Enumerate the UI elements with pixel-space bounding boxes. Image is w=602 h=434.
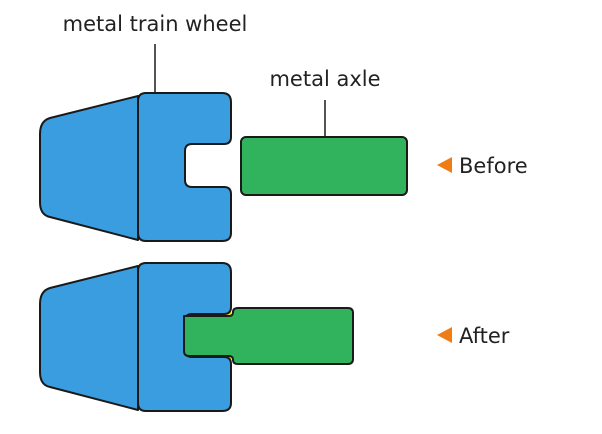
axle-label: metal axle (269, 67, 380, 91)
before-label: Before (459, 154, 528, 178)
after-wheel-flange (39, 265, 139, 411)
wheel-label: metal train wheel (63, 12, 248, 36)
after-label: After (459, 324, 510, 348)
before-axle (240, 136, 408, 196)
before-wheel (39, 92, 232, 242)
before-wheel-flange (39, 95, 139, 241)
before-arrow-icon (437, 157, 452, 173)
after-axle (183, 307, 354, 365)
after-arrow-icon (437, 327, 452, 343)
before-wheel-hub (137, 92, 232, 242)
